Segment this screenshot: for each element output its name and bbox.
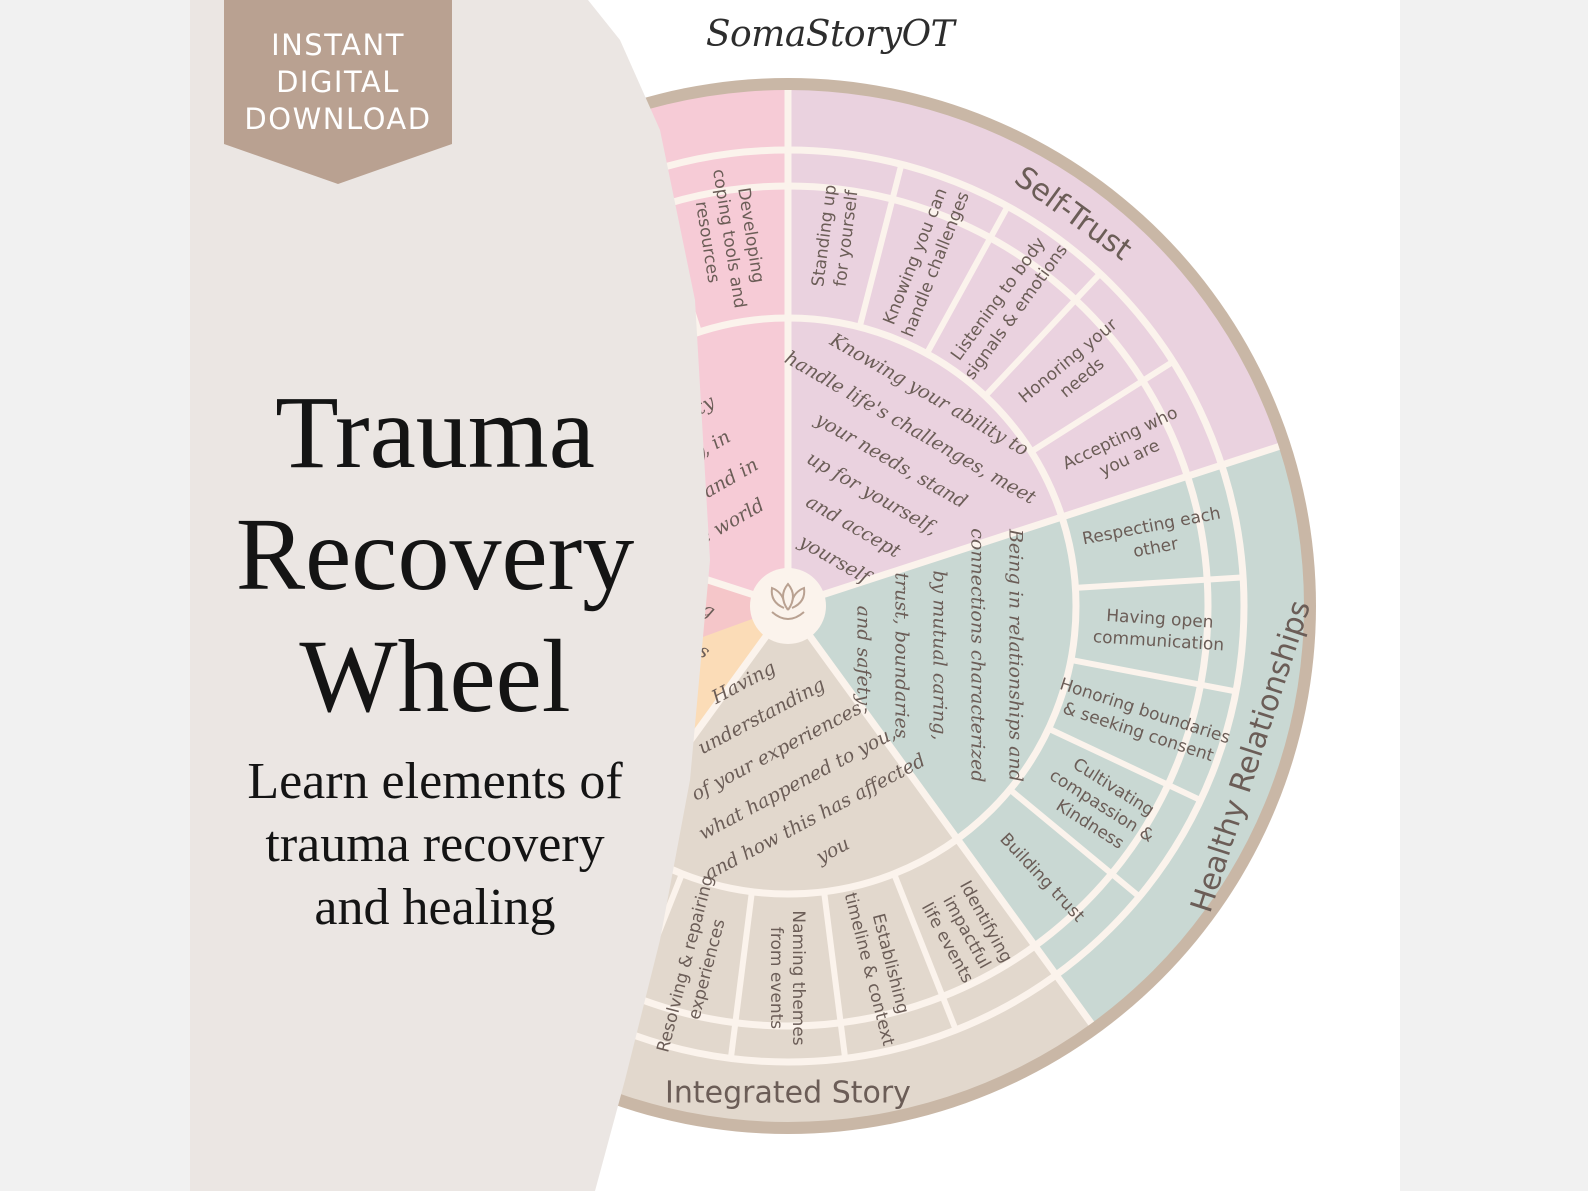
core-text: Being in relationships andconnections ch…: [853, 528, 1027, 783]
item-divider: [891, 872, 959, 1032]
lotus-hand-icon: [770, 582, 806, 620]
wheel-item-text: Naming themesfrom events: [766, 910, 808, 1045]
title-line: Wheel: [299, 619, 571, 734]
title-line: Recovery: [235, 497, 635, 612]
badge-line: DOWNLOAD: [244, 102, 432, 136]
item-divider: [1047, 725, 1202, 803]
wheel-hub: [750, 568, 826, 644]
page-title: Trauma Recovery Wheel: [190, 372, 680, 738]
subtitle-line: and healing: [314, 879, 556, 936]
item-divider: [821, 891, 849, 1059]
brand-signature: SomaStoryOT: [705, 14, 955, 55]
section-name: Integrated Story: [665, 1076, 911, 1111]
subtitle-line: Learn elements of: [247, 753, 623, 810]
item-divider: [727, 891, 755, 1059]
item-divider: [1070, 657, 1237, 695]
item-divider: [1029, 359, 1175, 455]
badge-line: DIGITAL: [276, 65, 400, 99]
item-divider: [856, 163, 905, 328]
title-panel: INSTANT DIGITAL DOWNLOAD Trauma Recovery…: [190, 0, 710, 1191]
sector-divider: [805, 631, 1095, 1026]
page-subtitle: Learn elements of trauma recovery and he…: [190, 750, 680, 939]
item-divider: [924, 204, 1011, 356]
item-divider: [1075, 574, 1244, 591]
subtitle-line: trauma recovery: [265, 816, 605, 873]
sector-divider: [819, 443, 1280, 599]
badge-line: INSTANT: [271, 28, 405, 62]
instant-download-badge: INSTANT DIGITAL DOWNLOAD: [224, 0, 452, 184]
item-divider: [1007, 787, 1142, 899]
item-divider: [982, 271, 1103, 399]
title-line: Trauma: [275, 375, 595, 490]
